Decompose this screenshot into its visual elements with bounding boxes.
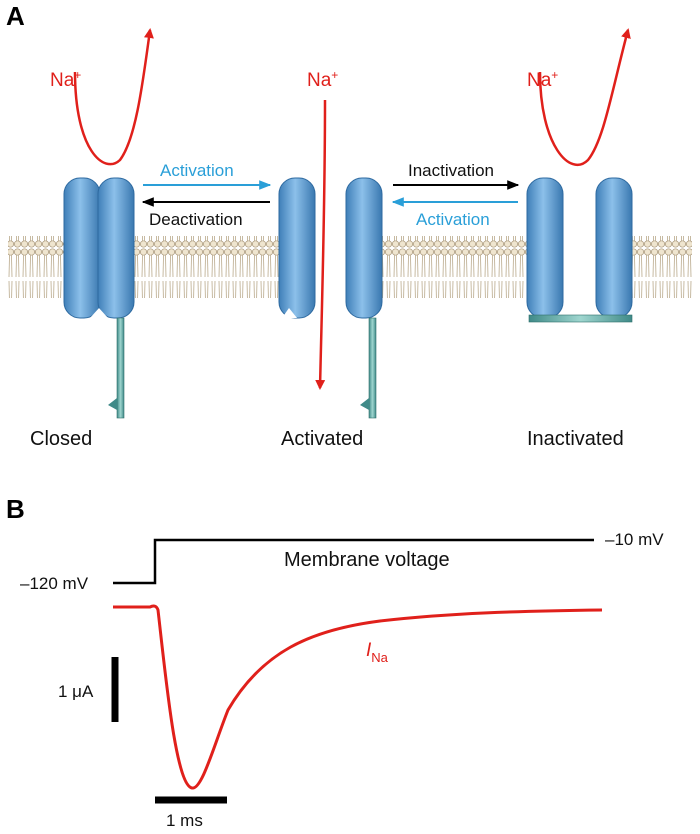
sodium-current-trace: [113, 604, 603, 790]
panel-a-label: A: [6, 1, 25, 31]
activation-label-2: Activation: [416, 210, 490, 229]
inactivated-channel: [526, 177, 633, 323]
na-flow-inactivated-arrow: [538, 28, 631, 167]
na-flow-closed-arrow: [73, 28, 154, 166]
panel-b-label: B: [6, 494, 25, 524]
holding-voltage-label: –120 mV: [20, 574, 89, 593]
state-label-inactivated: Inactivated: [527, 428, 624, 450]
na-label-inactivated: Na+: [527, 68, 558, 91]
membrane-voltage-label: Membrane voltage: [284, 549, 450, 571]
na-label-activated: Na+: [307, 68, 338, 91]
lipid-bilayer: [8, 236, 692, 298]
na-label-closed: Na+: [50, 68, 81, 91]
step-voltage-label: –10 mV: [605, 530, 664, 549]
activation-label-1: Activation: [160, 161, 234, 180]
closed-channel: [63, 177, 135, 419]
activated-channel-left: [278, 177, 316, 319]
inactivation-label: Inactivation: [408, 161, 494, 180]
current-label: INa: [366, 640, 389, 665]
current-scale-label: 1 μA: [58, 682, 94, 701]
voltage-step-trace: [113, 538, 594, 585]
na-flow-activated-arrow: [315, 99, 327, 390]
state-label-activated: Activated: [281, 428, 363, 450]
activated-channel-right: [345, 177, 383, 419]
time-scale-label: 1 ms: [166, 811, 203, 830]
state-label-closed: Closed: [30, 428, 92, 450]
deactivation-label: Deactivation: [149, 210, 243, 229]
